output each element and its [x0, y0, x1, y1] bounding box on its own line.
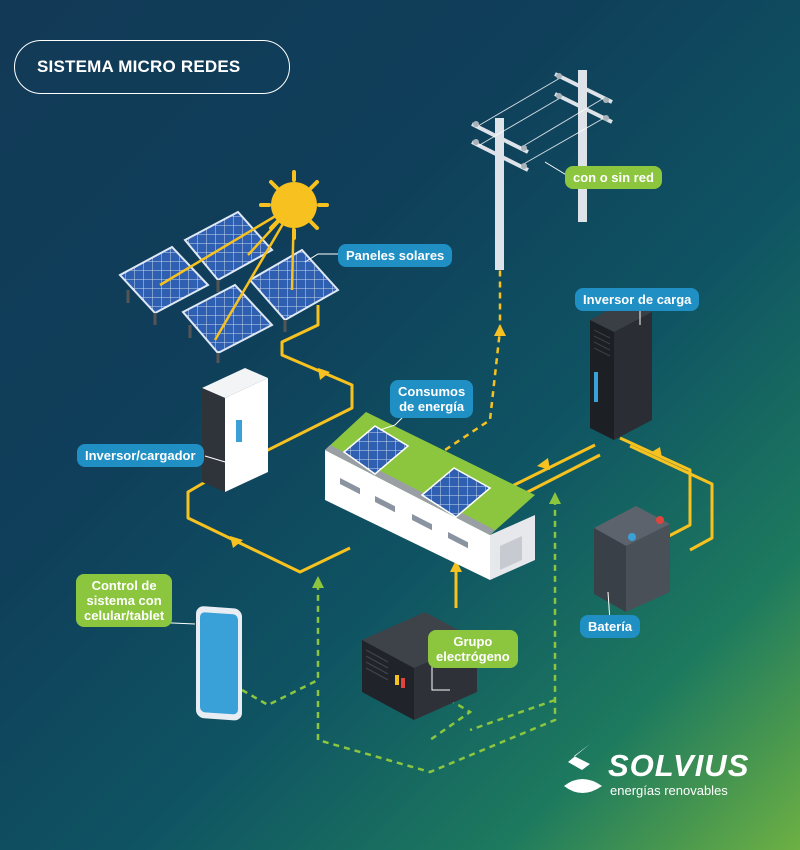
- solvius-logo-icon: [560, 742, 606, 798]
- load-inverter-icon: [590, 300, 652, 440]
- page-title: SISTEMA MICRO REDES: [14, 40, 290, 94]
- solar-panel: [183, 285, 272, 363]
- label-inverter-charger: Inversor/cargador: [77, 444, 204, 467]
- solar-panels: [120, 212, 338, 363]
- label-line: Control de: [84, 578, 164, 593]
- label-generator: Grupo electrógeno: [428, 630, 518, 668]
- label-load-inverter: Inversor de carga: [575, 288, 699, 311]
- label-line: electrógeno: [436, 649, 510, 664]
- label-line: sistema con: [84, 593, 164, 608]
- label-energy-consumption: Consumos de energía: [390, 380, 473, 418]
- label-line: Grupo: [436, 634, 510, 649]
- label-line: celular/tablet: [84, 608, 164, 623]
- brand-tagline: energías renovables: [610, 783, 728, 798]
- battery-icon: [594, 506, 670, 612]
- label-grid-connection: con o sin red: [565, 166, 662, 189]
- building-icon: [325, 412, 535, 580]
- sun-icon: [261, 172, 327, 238]
- label-line: de energía: [398, 399, 465, 414]
- brand-logo: SOLVIUS energías renovables: [560, 742, 770, 802]
- brand-name: SOLVIUS: [608, 748, 749, 784]
- label-line: Consumos: [398, 384, 465, 399]
- label-battery: Batería: [580, 615, 640, 638]
- dashed-link-grid: [436, 268, 500, 456]
- phone-icon: [196, 606, 242, 721]
- label-mobile-control: Control de sistema con celular/tablet: [76, 574, 172, 627]
- inverter-charger-icon: [202, 368, 268, 492]
- label-solar-panels: Paneles solares: [338, 244, 452, 267]
